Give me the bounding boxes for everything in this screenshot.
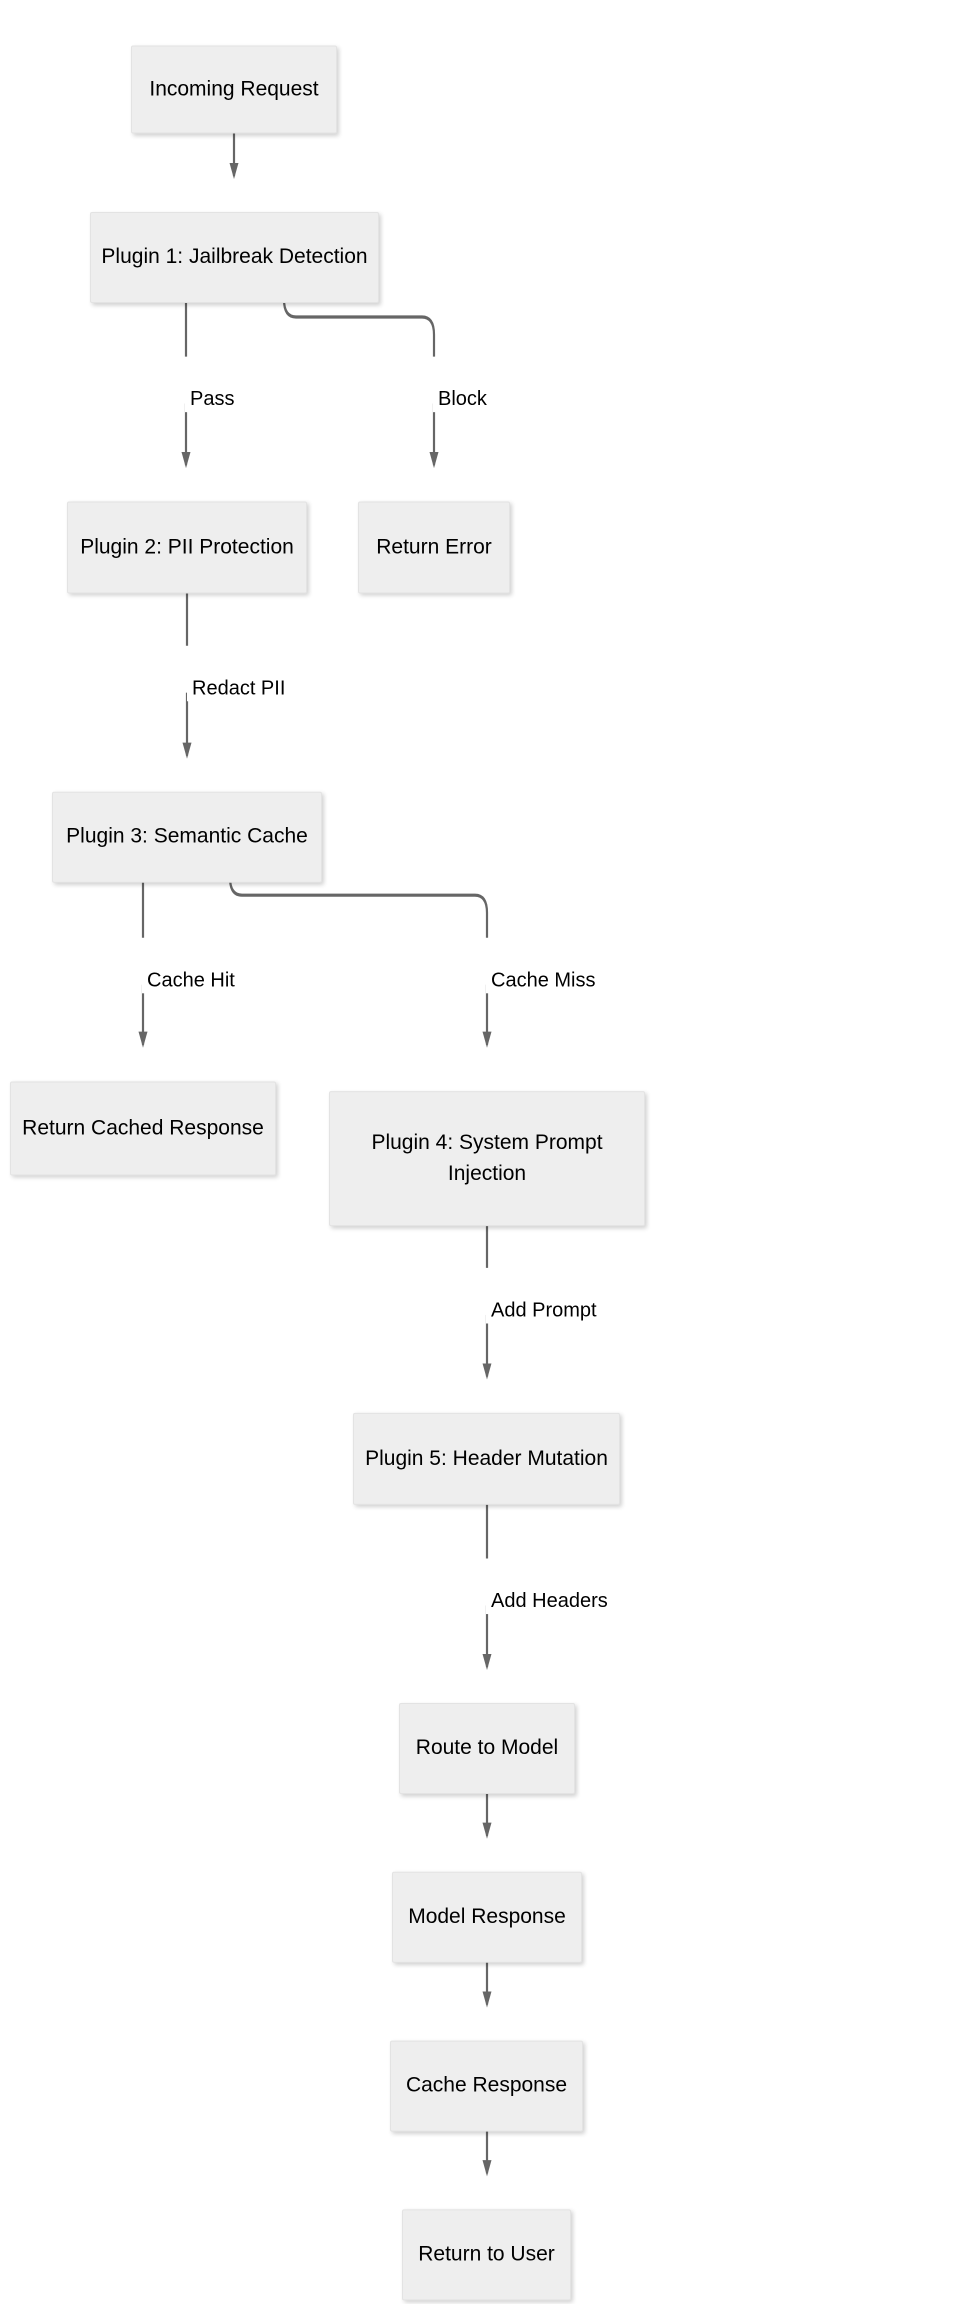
node-model-response[interactable]: Model Response	[392, 1871, 582, 1963]
edge-label-cache-hit: Cache Hit	[142, 967, 240, 994]
edge-label-block: Block	[433, 386, 492, 413]
edge-label-pass: Pass	[185, 386, 240, 413]
node-plugin2-pii-protection[interactable]: Plugin 2: PII Protection	[67, 501, 307, 594]
node-route-to-model[interactable]: Route to Model	[399, 1703, 575, 1795]
node-incoming-request[interactable]: Incoming Request	[131, 45, 337, 134]
edge-label-add-headers: Add Headers	[486, 1588, 613, 1615]
node-plugin1-jailbreak-detection[interactable]: Plugin 1: Jailbreak Detection	[90, 212, 379, 304]
edge-label-cache-miss: Cache Miss	[486, 967, 601, 994]
node-return-to-user[interactable]: Return to User	[402, 2209, 571, 2301]
edge-label-add-prompt: Add Prompt	[486, 1297, 602, 1324]
node-cache-response[interactable]: Cache Response	[390, 2040, 583, 2132]
edge-label-redact-pii: Redact PII	[187, 675, 291, 702]
node-return-error[interactable]: Return Error	[358, 501, 510, 594]
node-plugin5-header-mutation[interactable]: Plugin 5: Header Mutation	[353, 1412, 620, 1506]
node-plugin4-system-prompt-injection[interactable]: Plugin 4: System Prompt Injection	[329, 1091, 645, 1227]
node-return-cached-response[interactable]: Return Cached Response	[10, 1081, 276, 1176]
node-plugin3-semantic-cache[interactable]: Plugin 3: Semantic Cache	[52, 791, 322, 883]
